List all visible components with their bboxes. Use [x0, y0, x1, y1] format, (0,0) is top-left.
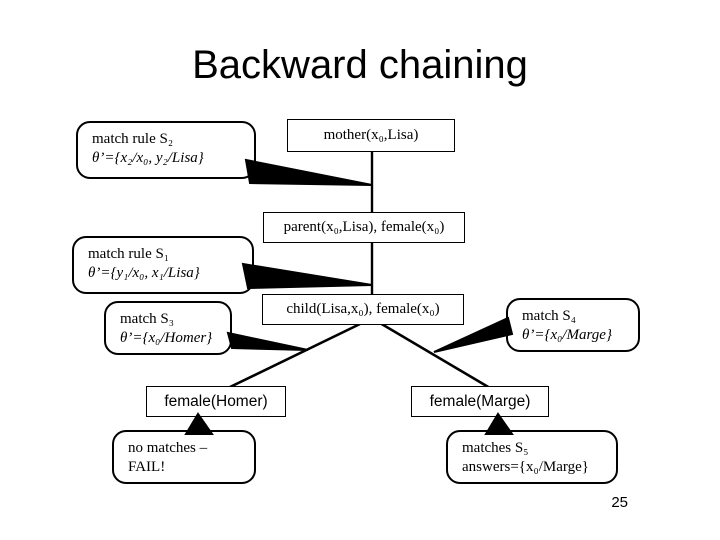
- tail-callout-success: [484, 412, 514, 435]
- edge-level3-to-leaf-left: [227, 321, 363, 390]
- tail-callout-s4: [433, 316, 514, 353]
- page-number: 25: [611, 494, 628, 511]
- goal-box-root: mother(x₀,Lisa): [287, 119, 455, 152]
- callout-fail-line2: FAIL!: [128, 459, 166, 475]
- callout-matches-s5: matches S₅ answers={x₀/Marge}: [446, 430, 618, 484]
- tail-callout-fail: [184, 412, 214, 435]
- edge-level3-to-leaf-right: [379, 321, 491, 390]
- tail-callout-s1: [241, 262, 373, 290]
- goal-box-leaf-left: female(Homer): [146, 386, 286, 417]
- callout-s3-line2: θ’={x₀/Homer}: [120, 330, 213, 346]
- goal-box-level2: parent(x₀,Lisa), female(x₀): [263, 212, 465, 243]
- callout-match-s3: match S₃ θ’={x₀/Homer}: [104, 301, 232, 355]
- callout-s1-line2: θ’={y₁/x₀, x₁/Lisa}: [88, 265, 200, 281]
- callout-no-matches-fail: no matches – FAIL!: [112, 430, 256, 484]
- page-title: Backward chaining: [192, 43, 528, 87]
- tail-callout-s3: [226, 331, 309, 351]
- goal-box-leaf-right: female(Marge): [411, 386, 549, 417]
- goal-box-level3: child(Lisa,x₀), female(x₀): [262, 294, 464, 325]
- callout-success-line2: answers={x₀/Marge}: [462, 459, 589, 475]
- callout-s1-line1: match rule S₁: [88, 246, 170, 262]
- callout-match-rule-s2: match rule S₂ θ’={x₂/x₀, y₂/Lisa}: [76, 121, 256, 179]
- callout-s3-line1: match S₃: [120, 311, 174, 327]
- tail-callout-s2: [244, 158, 373, 186]
- callout-s4-line1: match S₄: [522, 308, 576, 324]
- callout-s4-line2: θ’={x₀/Marge}: [522, 327, 612, 343]
- callout-match-rule-s1: match rule S₁ θ’={y₁/x₀, x₁/Lisa}: [72, 236, 254, 294]
- callout-success-line1: matches S₅: [462, 440, 529, 456]
- callout-s2-line1: match rule S₂: [92, 131, 174, 147]
- callout-s2-line2: θ’={x₂/x₀, y₂/Lisa}: [92, 150, 204, 166]
- callout-fail-line1: no matches –: [128, 440, 208, 456]
